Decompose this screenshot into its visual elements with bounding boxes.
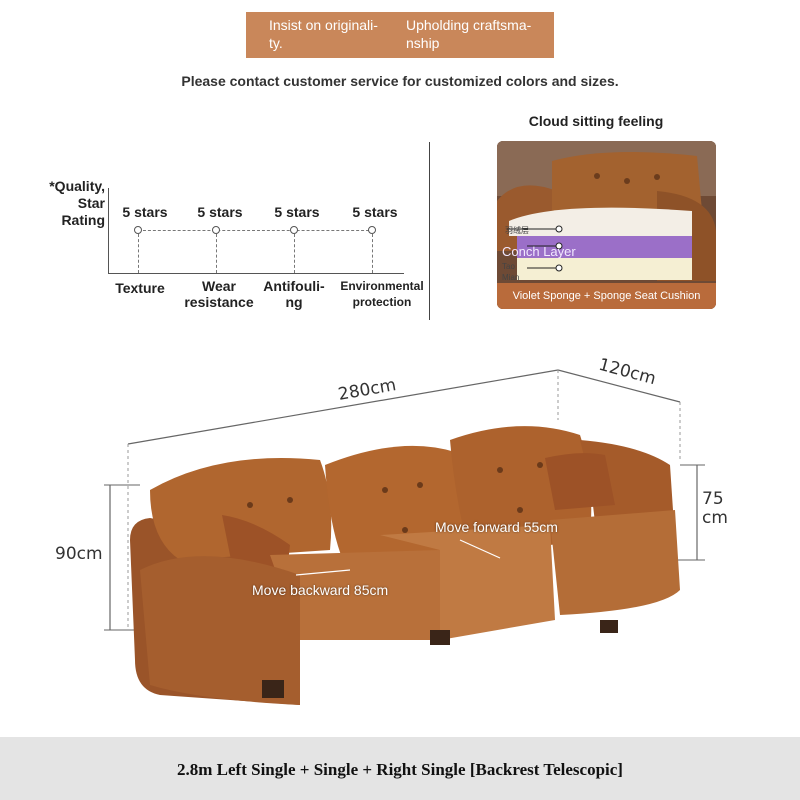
- rating-dropline: [372, 234, 373, 273]
- rating-y-axis: [108, 188, 109, 274]
- cushion-caption: Violet Sponge + Sponge Seat Cushion: [497, 283, 716, 309]
- sofa-illustration: [104, 369, 705, 705]
- layer-label-down: 羽绒层: [505, 226, 529, 235]
- customization-notice: Please contact customer service for cust…: [181, 73, 619, 89]
- rating-value-environmental: 5 stars: [352, 204, 398, 220]
- cushion-title: Cloud sitting feeling: [528, 113, 664, 129]
- slogan-originality: Insist on originali- ty.: [269, 17, 378, 51]
- rating-point-antifouling: [290, 226, 298, 234]
- label-move-forward: Move forward 55cm: [435, 519, 558, 535]
- rating-point-texture: [134, 226, 142, 234]
- rating-line: [138, 230, 374, 231]
- dimension-height: 90cm: [55, 544, 103, 564]
- product-caption: 2.8m Left Single + Single + Right Single…: [0, 737, 800, 800]
- category-wear-resistance: Wear resistance: [184, 278, 254, 310]
- rating-value-texture: 5 stars: [122, 204, 168, 220]
- section-divider: [429, 142, 430, 320]
- dimension-seat-height: 75 cm: [702, 489, 728, 528]
- rating-point-wear: [212, 226, 220, 234]
- rating-value-wear: 5 stars: [197, 204, 243, 220]
- quality-rating-chart: *Quality, Star Rating 5 stars 5 stars 5 …: [30, 170, 430, 320]
- layer-label-conch: Conch Layer: [502, 244, 576, 259]
- layer-label-mian: Mian: [502, 273, 520, 282]
- rating-point-environmental: [368, 226, 376, 234]
- category-environmental: Environmental protection: [340, 279, 424, 309]
- rating-dropline: [138, 234, 139, 273]
- category-texture: Texture: [115, 280, 165, 296]
- rating-dropline: [294, 234, 295, 273]
- rating-x-axis: [108, 273, 404, 274]
- layer-label-tao: Tao: [502, 262, 515, 271]
- slogan-craftsmanship: Upholding craftsma- nship: [406, 17, 532, 51]
- rating-dropline: [216, 234, 217, 273]
- category-antifouling: Antifouli- ng: [263, 278, 325, 310]
- rating-axis-label: *Quality, Star Rating: [49, 178, 105, 228]
- slogan-banner: Insist on originali- ty. Upholding craft…: [246, 12, 554, 58]
- cushion-layers-image: 羽绒层 Conch Layer Tao Mian Violet Sponge +…: [497, 141, 716, 309]
- rating-value-antifouling: 5 stars: [274, 204, 320, 220]
- label-move-backward: Move backward 85cm: [252, 582, 389, 598]
- cushion-illustration: [497, 141, 716, 309]
